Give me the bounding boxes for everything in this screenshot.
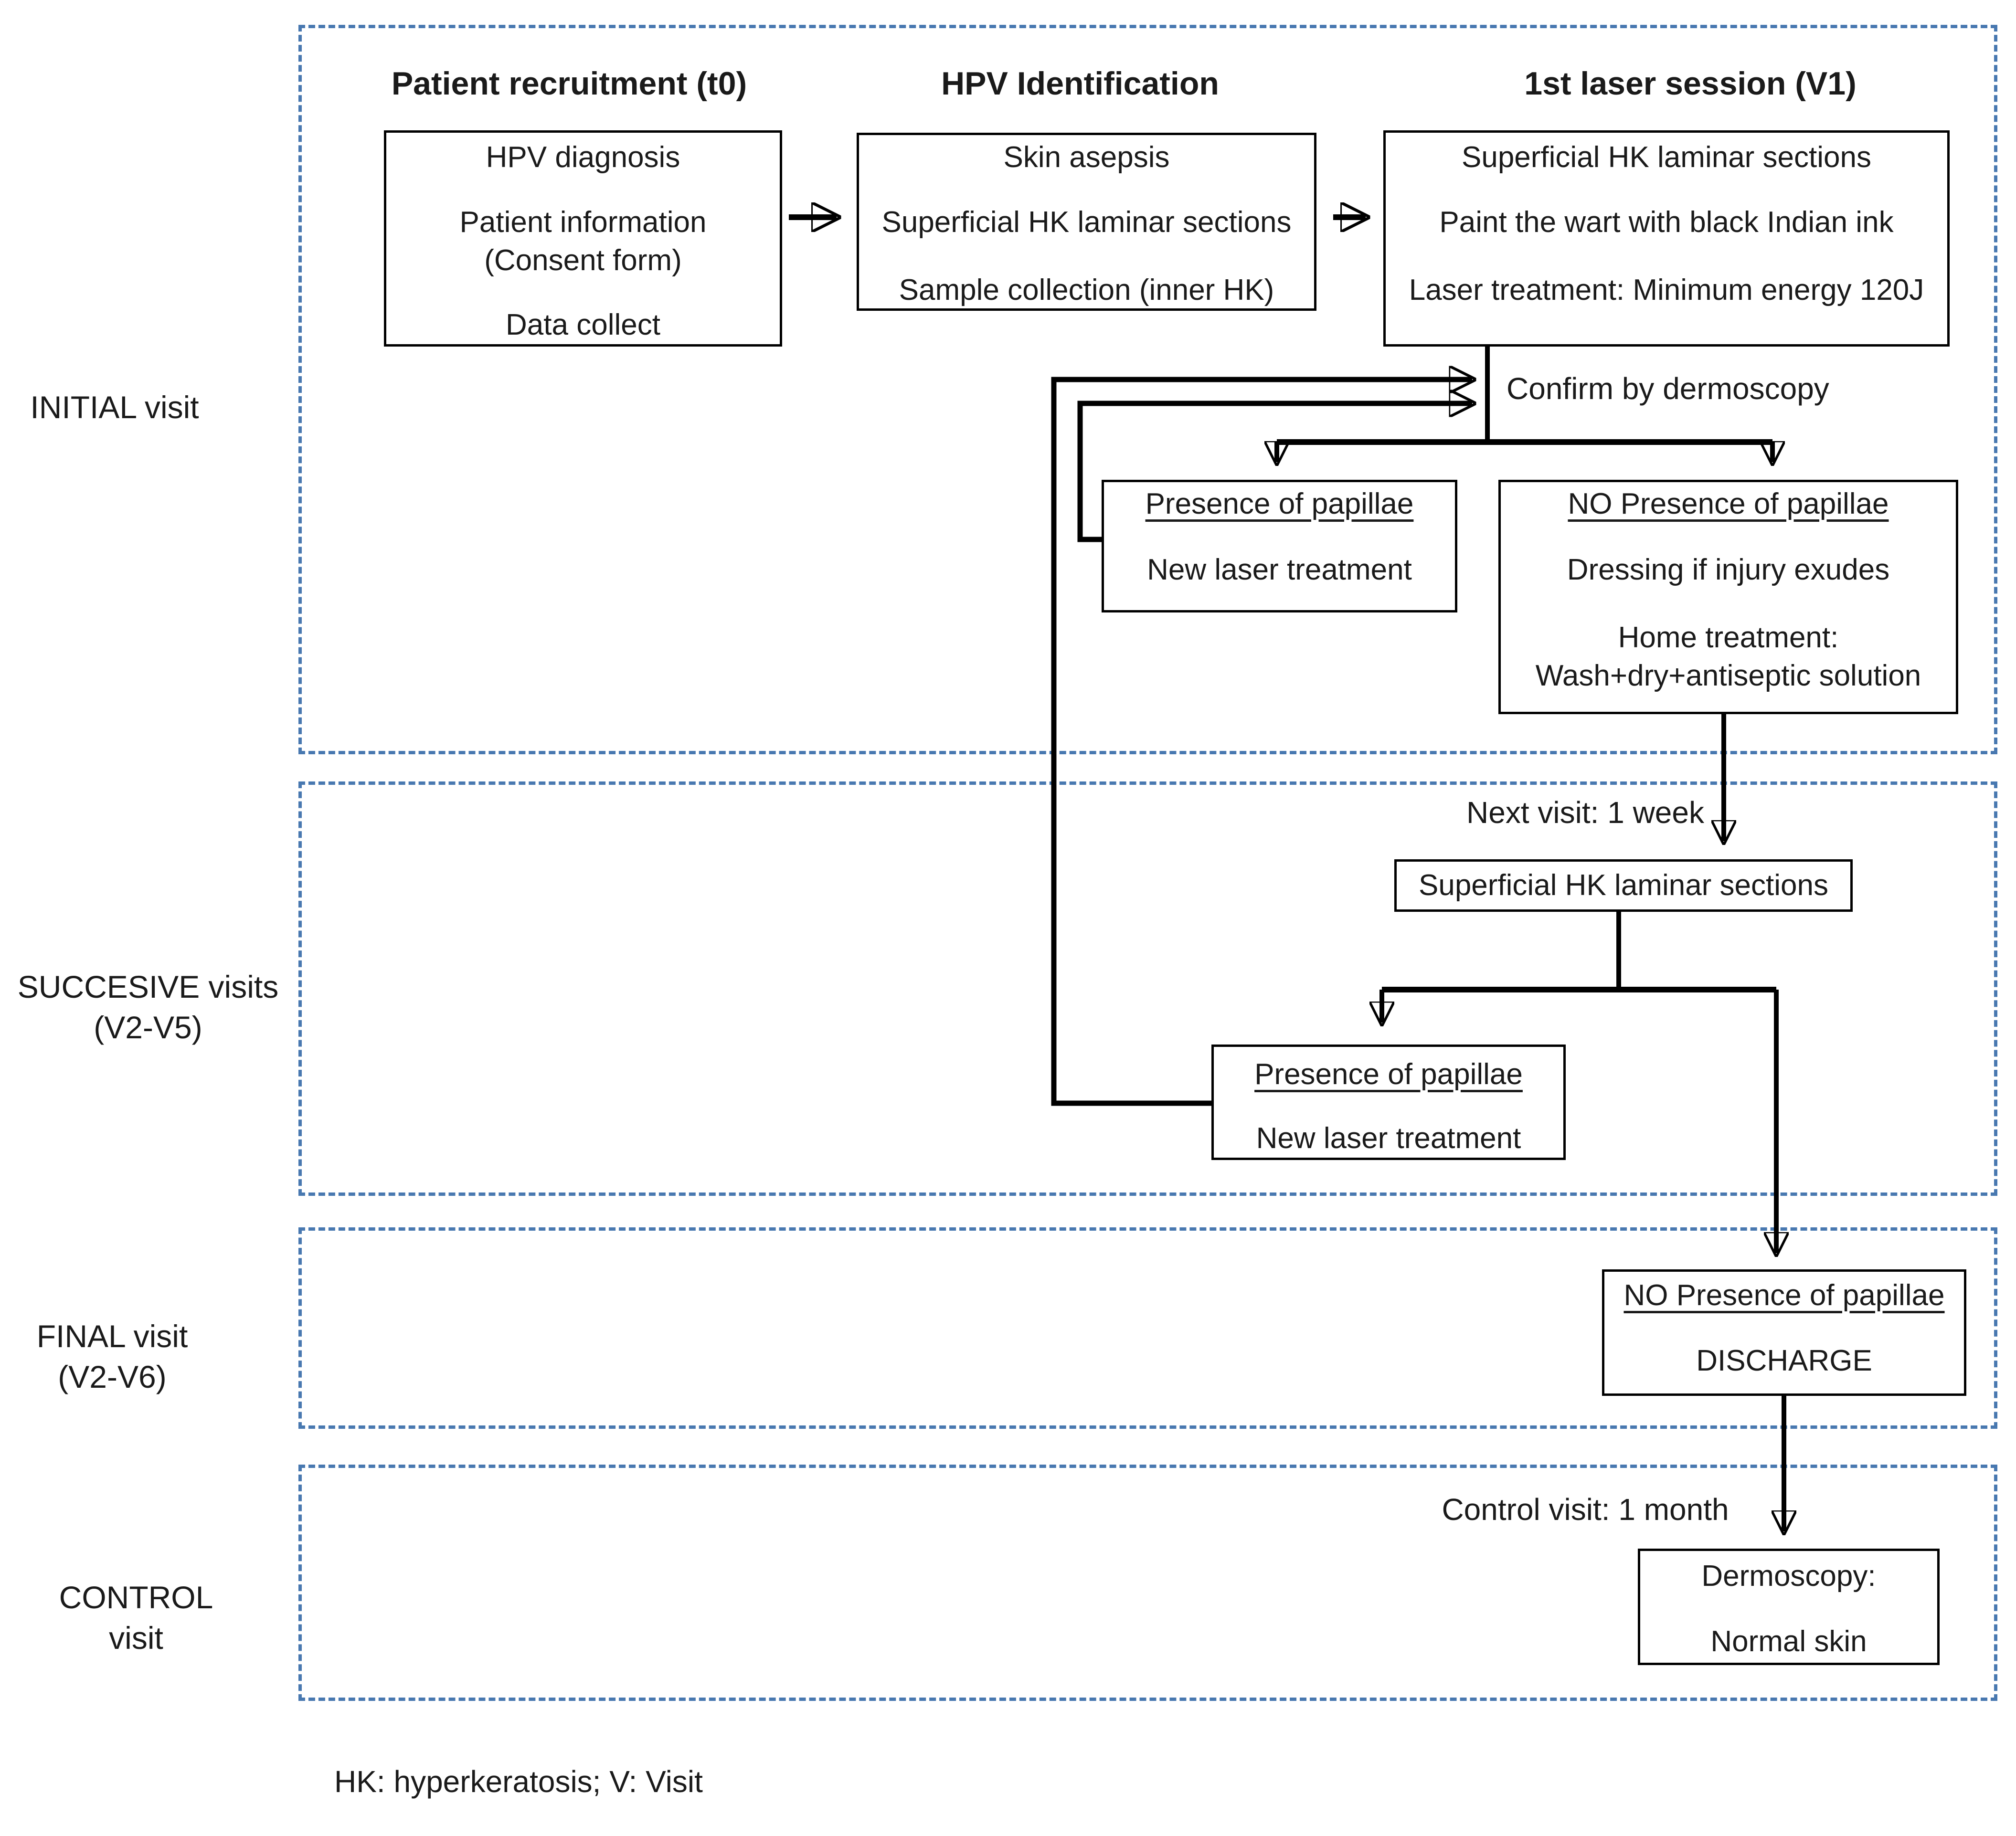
- box-line: Laser treatment: Minimum energy 120J: [1409, 274, 1924, 306]
- box-title: NO Presence of papillae: [1623, 1279, 1945, 1312]
- header-hpv-identification-text: HPV Identification: [941, 65, 1219, 102]
- box-first-laser-session: Superficial HK laminar sections Paint th…: [1383, 130, 1950, 347]
- box-no-presence-papillae-final: NO Presence of papillae DISCHARGE: [1602, 1269, 1966, 1396]
- box-line: Superficial HK laminar sections: [1418, 869, 1828, 902]
- row-label-successive-line1: SUCCESIVE visits: [17, 969, 279, 1004]
- header-hpv-identification: HPV Identification: [889, 64, 1271, 103]
- row-label-final: FINAL visit (V2-V6): [14, 1316, 210, 1397]
- box-line: (Consent form): [484, 244, 682, 277]
- box-line: Patient information: [459, 206, 707, 239]
- box-line: Data collect: [506, 308, 660, 341]
- section-final-visit: [298, 1227, 1997, 1429]
- box-patient-recruitment: HPV diagnosis Patient information (Conse…: [384, 130, 782, 347]
- footnote-abbreviations: HK: hyperkeratosis; V: Visit: [334, 1762, 703, 1801]
- section-initial-visit: [298, 25, 1997, 754]
- box-line: New laser treatment: [1147, 553, 1412, 586]
- note-next-visit: Next visit: 1 week: [1456, 793, 1714, 832]
- box-line: Dressing if injury exudes: [1567, 553, 1890, 586]
- box-line: HPV diagnosis: [486, 141, 680, 174]
- row-label-successive-line2: (V2-V5): [94, 1010, 202, 1045]
- box-presence-papillae-successive: Presence of papillae New laser treatment: [1211, 1045, 1566, 1160]
- box-line: Wash+dry+antiseptic solution: [1535, 659, 1921, 692]
- note-control-visit-text: Control visit: 1 month: [1442, 1492, 1729, 1527]
- row-label-control: CONTROL visit: [29, 1577, 244, 1658]
- box-line: DISCHARGE: [1696, 1344, 1872, 1377]
- note-confirm-dermoscopy-text: Confirm by dermoscopy: [1507, 371, 1829, 406]
- note-confirm-dermoscopy: Confirm by dermoscopy: [1507, 369, 1829, 408]
- row-label-control-text: CONTROL visit: [59, 1580, 213, 1656]
- row-label-successive: SUCCESIVE visits (V2-V5): [14, 967, 282, 1048]
- box-line: Home treatment:: [1618, 621, 1839, 654]
- row-label-final-line2: (V2-V6): [58, 1359, 167, 1394]
- note-control-visit: Control visit: 1 month: [1432, 1490, 1738, 1529]
- row-label-final-line1: FINAL visit: [36, 1319, 188, 1354]
- box-hpv-identification: Skin asepsis Superficial HK laminar sect…: [857, 133, 1316, 311]
- box-laminar-successive: Superficial HK laminar sections: [1394, 859, 1853, 912]
- box-title: NO Presence of papillae: [1568, 487, 1889, 520]
- box-line: Sample collection (inner HK): [899, 274, 1274, 306]
- header-first-laser-session-text: 1st laser session (V1): [1524, 65, 1857, 102]
- box-dermoscopy-control: Dermoscopy: Normal skin: [1638, 1549, 1940, 1665]
- box-title: Presence of papillae: [1254, 1058, 1523, 1091]
- section-successive-visits: [298, 781, 1997, 1196]
- box-presence-papillae-initial: Presence of papillae New laser treatment: [1102, 480, 1457, 612]
- header-patient-recruitment-text: Patient recruitment (t0): [391, 65, 747, 102]
- arrow-feedback-initial-to-confirm: [1077, 403, 1472, 542]
- header-patient-recruitment: Patient recruitment (t0): [330, 64, 808, 103]
- row-label-initial-text: INITIAL visit: [30, 390, 199, 425]
- box-title: Presence of papillae: [1145, 487, 1414, 520]
- note-next-visit-text: Next visit: 1 week: [1466, 795, 1704, 830]
- box-line: Normal skin: [1710, 1625, 1867, 1658]
- footnote-abbreviations-text: HK: hyperkeratosis; V: Visit: [334, 1764, 703, 1799]
- box-line: Skin asepsis: [1003, 141, 1170, 174]
- box-line: Superficial HK laminar sections: [1461, 141, 1871, 174]
- box-line: New laser treatment: [1256, 1122, 1521, 1155]
- box-line: Paint the wart with black Indian ink: [1439, 206, 1894, 239]
- header-first-laser-session: 1st laser session (V1): [1452, 64, 1929, 103]
- box-line: Superficial HK laminar sections: [881, 206, 1292, 239]
- row-label-initial: INITIAL visit: [14, 387, 215, 428]
- arrow-feedback-successive-to-confirm: [1051, 380, 1472, 1106]
- section-control-visit: [298, 1465, 1997, 1701]
- box-line: Dermoscopy:: [1701, 1560, 1876, 1593]
- box-no-presence-papillae-initial: NO Presence of papillae Dressing if inju…: [1498, 480, 1958, 714]
